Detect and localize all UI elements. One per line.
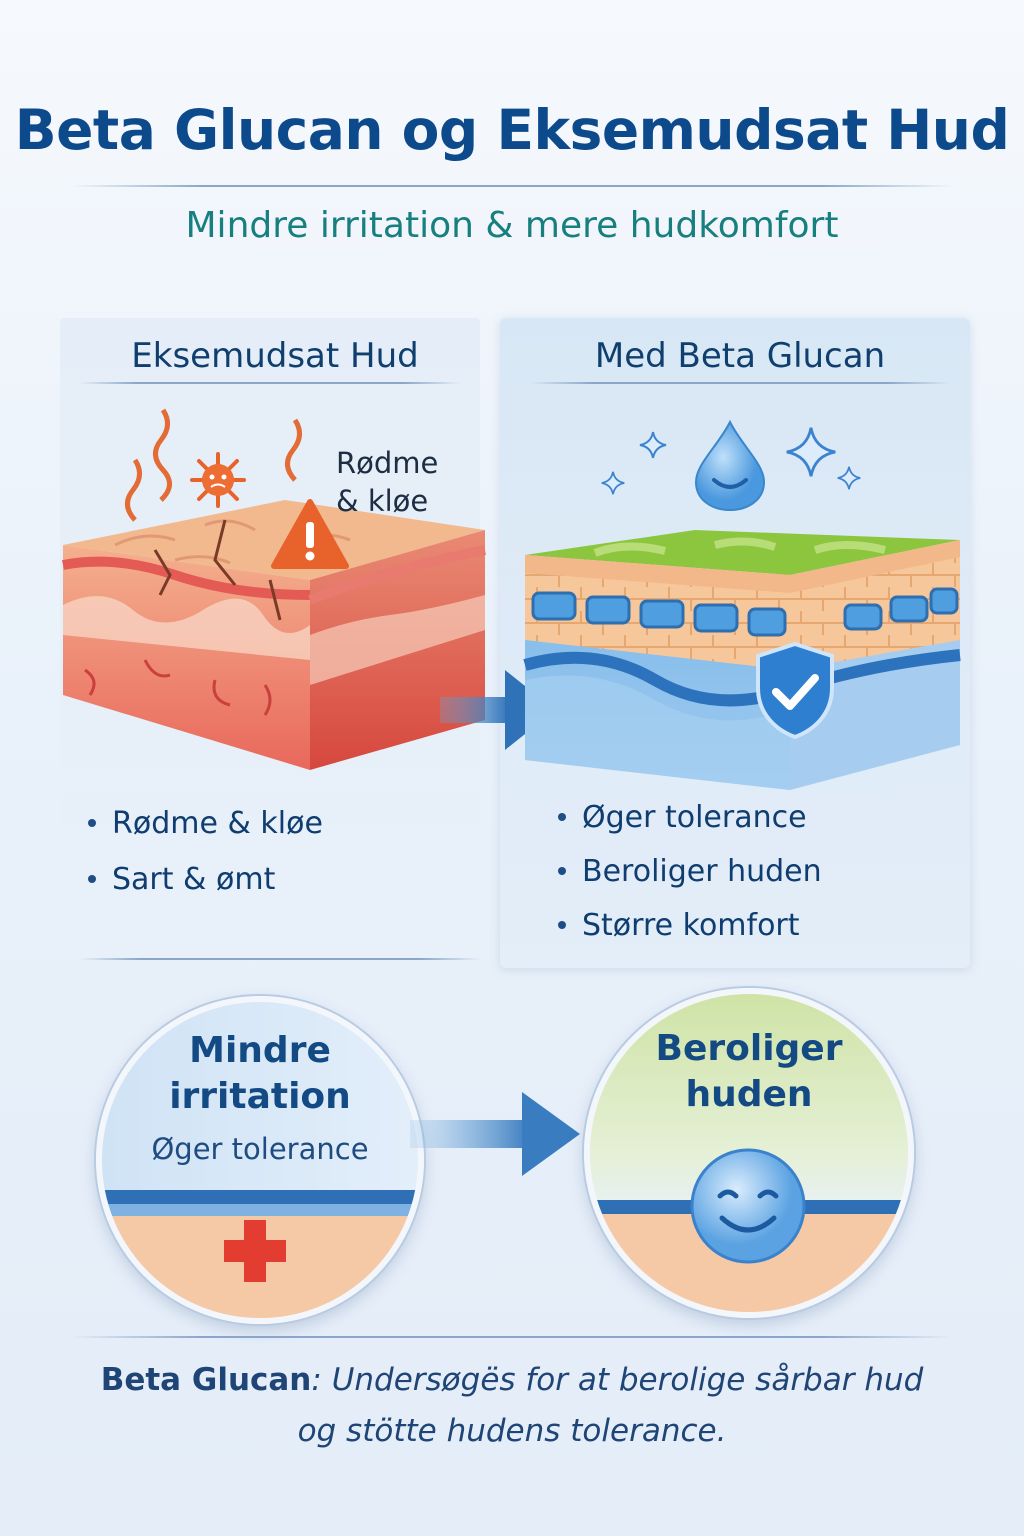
shield-check-icon: [756, 641, 834, 740]
beta-glucan-panel-heading: Med Beta Glucan: [594, 336, 886, 376]
footer-label: Beta Glucan: [100, 1362, 312, 1398]
list-item: Øger tolerance: [558, 790, 822, 844]
footer-divider: [70, 1336, 954, 1338]
eczema-panel-heading: Eksemudsat Hud: [131, 336, 419, 376]
irritation-circle: Mindre irritation Øger tolerance: [96, 996, 424, 1324]
circle-title-line1: Beroliger: [655, 1028, 843, 1069]
beta-glucan-bullet-list: Øger tolerance Beroliger huden Større ko…: [558, 790, 822, 952]
warning-icon: [271, 499, 349, 569]
sparkle-icon: [639, 431, 667, 459]
bacteria-icon: [190, 452, 246, 508]
redness-callout: Rødme & kløe: [336, 444, 438, 520]
callout-line1: Rødme: [336, 446, 439, 480]
circle-title-line2: huden: [685, 1074, 813, 1115]
section-divider: [80, 958, 480, 960]
healthy-skin-illustration: [523, 530, 961, 790]
soothing-circle: Beroliger huden: [584, 988, 914, 1318]
callout-line2: & kløe: [336, 484, 429, 518]
circle-title-line1: Mindre: [189, 1030, 331, 1071]
list-item: Beroliger huden: [558, 844, 822, 898]
smiley-icon: [690, 1148, 806, 1264]
sparkle-icon: [786, 427, 836, 477]
medical-cross-icon: [224, 1220, 286, 1282]
title-divider: [70, 185, 954, 187]
list-item: Større komfort: [558, 898, 822, 952]
sparkle-icon: [837, 466, 861, 490]
footer-statement: Beta Glucan: Undersøgës for at berolige …: [0, 1362, 1024, 1398]
water-drop-icon: [694, 419, 766, 512]
beta-glucan-heading-divider: [530, 382, 950, 384]
page-title: Beta Glucan og Eksemudsat Hud: [14, 98, 1010, 162]
inflamed-skin-illustration: [62, 408, 486, 770]
list-item: Rødme & kløe: [88, 795, 323, 851]
circle-subtitle: Øger tolerance: [151, 1132, 369, 1166]
footer-text-2: og stötte hudens tolerance.: [297, 1413, 727, 1449]
list-item: Sart & ømt: [88, 851, 323, 907]
arrow-right-icon: [410, 1092, 580, 1176]
eczema-heading-divider: [80, 382, 460, 384]
sparkle-icon: [601, 471, 625, 495]
page-subtitle: Mindre irritation & mere hudkomfort: [185, 205, 839, 246]
circle-title-line2: irritation: [169, 1076, 351, 1117]
eczema-bullet-list: Rødme & kløe Sart & ømt: [88, 795, 323, 907]
footer-text-1: : Undersøgës for at berolige sårbar hud: [311, 1362, 924, 1398]
